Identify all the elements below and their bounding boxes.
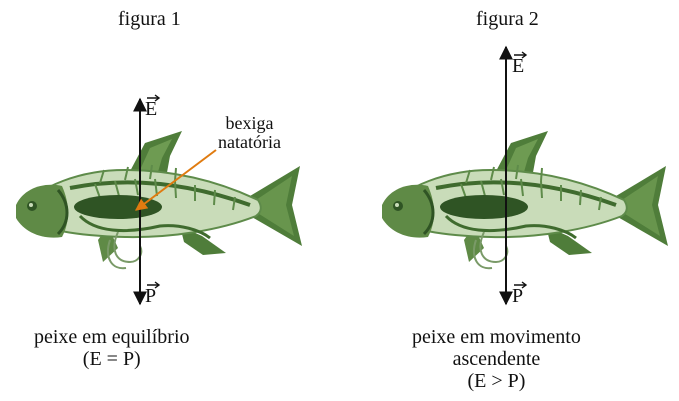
swim-bladder-label-line2: natatória xyxy=(218,132,281,152)
swim-bladder-label: bexiga natatória xyxy=(218,114,281,152)
swim-bladder-pointer xyxy=(135,149,217,211)
figure-1-caption-line1: peixe em equilíbrio xyxy=(34,326,190,348)
vector-bar-p-2 xyxy=(514,281,528,289)
fish-illustration-2 xyxy=(380,129,670,271)
fish-illustration-1 xyxy=(14,129,304,271)
force-e-label-1: E xyxy=(145,98,157,120)
figure-2-caption-line1: peixe em movimento xyxy=(412,326,581,348)
force-p-label-1: P xyxy=(145,285,156,307)
force-e-label-2: E xyxy=(512,55,524,77)
vector-bar-p-1 xyxy=(147,281,161,289)
vector-bar-e-2 xyxy=(514,51,528,59)
figure-2-title: figura 2 xyxy=(476,8,539,30)
figure-1-title: figura 1 xyxy=(118,8,181,30)
vector-bar-e-1 xyxy=(147,94,161,102)
force-p-label-2: P xyxy=(512,285,523,307)
figure-2-caption: peixe em movimento ascendente (E > P) xyxy=(412,326,581,392)
figure-2-caption-line3: (E > P) xyxy=(467,370,526,392)
figure-1-caption-line2: (E = P) xyxy=(82,348,141,370)
figure-2-caption-line2: ascendente xyxy=(452,348,541,370)
figure-1-caption: peixe em equilíbrio (E = P) xyxy=(34,326,190,370)
swim-bladder-label-line1: bexiga xyxy=(225,113,274,133)
